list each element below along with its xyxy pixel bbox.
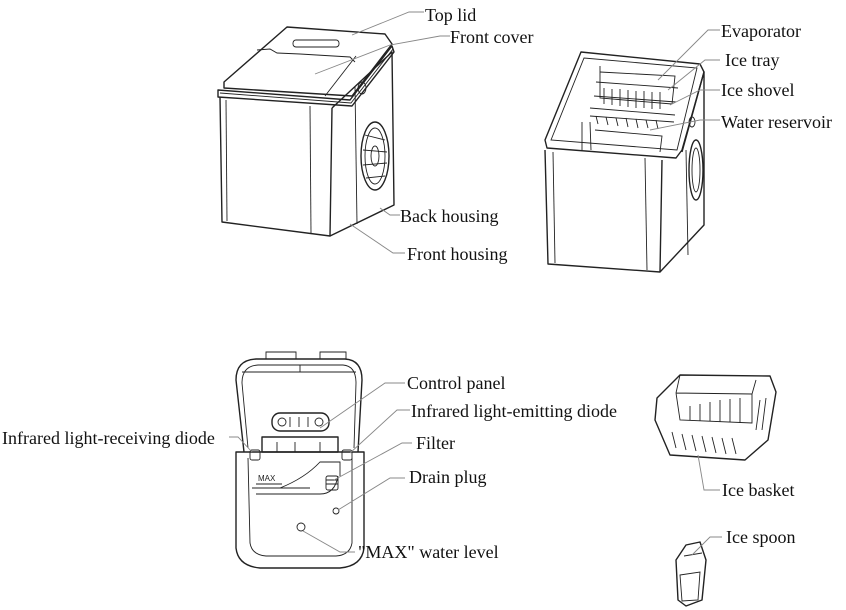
ice-spoon-drawing <box>675 541 707 607</box>
label-drain-plug: Drain plug <box>409 467 487 487</box>
label-front-housing: Front housing <box>407 244 508 264</box>
ice-tray-leader <box>667 59 720 91</box>
ice-spoon-leader <box>691 536 722 556</box>
label-max-water-level: "MAX" water level <box>358 542 499 562</box>
label-ice-spoon: Ice spoon <box>726 527 796 547</box>
label-filter: Filter <box>416 433 455 453</box>
max-marking: MAX <box>258 474 276 483</box>
ice-basket-drawing <box>654 374 777 461</box>
label-ice-tray: Ice tray <box>725 50 780 70</box>
back-housing-leader <box>379 207 400 216</box>
front-housing-leader <box>349 223 405 254</box>
label-infrared-receiving-diode: Infrared light-receiving diode <box>2 428 215 448</box>
label-evaporator: Evaporator <box>721 21 801 41</box>
label-control-panel: Control panel <box>407 373 506 393</box>
label-infrared-emitting-diode: Infrared light-emitting diode <box>411 401 617 421</box>
label-front-cover: Front cover <box>450 27 534 47</box>
closed-ice-maker-drawing <box>217 26 395 237</box>
label-ice-shovel: Ice shovel <box>721 80 795 100</box>
front-open-ice-maker-drawing: MAX <box>235 351 365 569</box>
water-reservoir-leader <box>649 119 720 131</box>
infrared-receiving-diode-leader <box>229 436 253 453</box>
label-top-lid: Top lid <box>425 5 477 25</box>
top-lid-leader <box>351 11 424 36</box>
front-cover-leader <box>314 35 450 75</box>
infrared-emitting-diode-leader <box>349 409 410 454</box>
ice-basket-leader <box>697 454 720 491</box>
ice-shovel-leader <box>669 89 720 106</box>
label-water-reservoir: Water reservoir <box>721 112 832 132</box>
evaporator-leader <box>657 29 720 81</box>
open-ice-maker-drawing <box>544 51 705 273</box>
control-panel-leader <box>319 382 405 429</box>
filter-leader <box>333 442 412 481</box>
max-water-level-leader <box>302 530 355 553</box>
drain-plug-leader <box>337 477 405 511</box>
label-back-housing: Back housing <box>400 206 499 226</box>
label-ice-basket: Ice basket <box>722 480 795 500</box>
